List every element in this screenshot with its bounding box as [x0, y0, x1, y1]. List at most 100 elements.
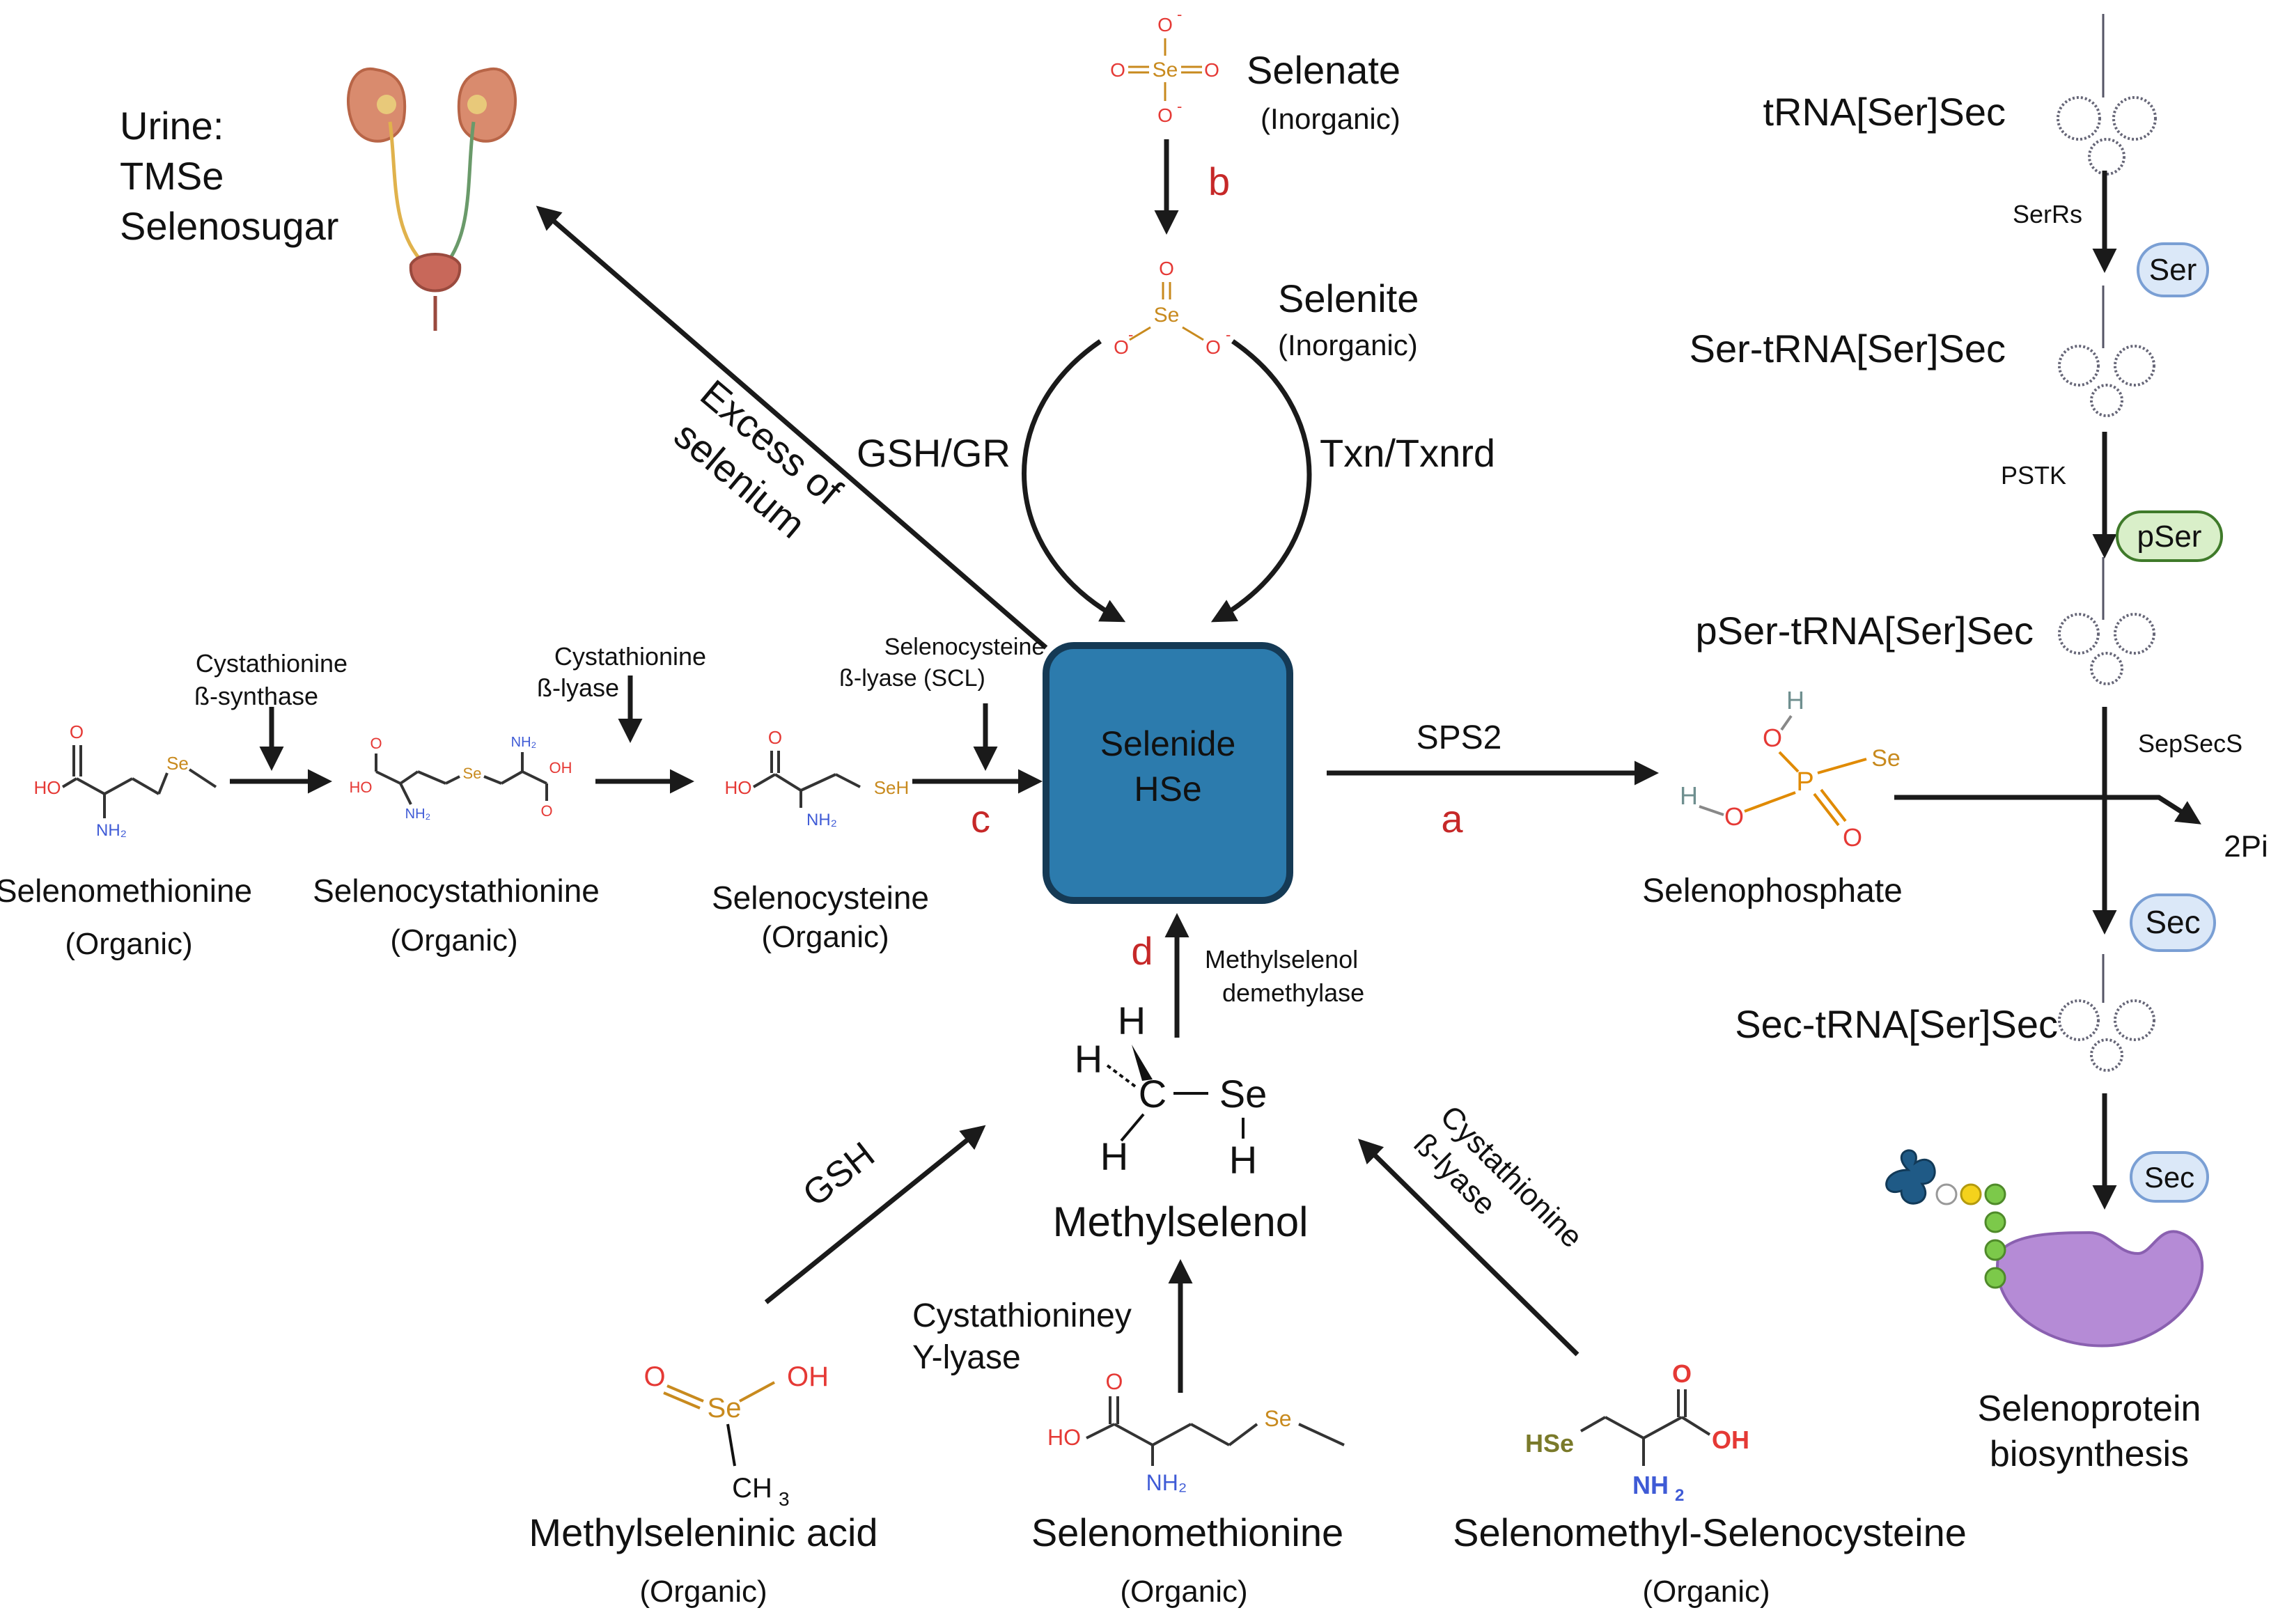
sec-nh2: NH₂ [806, 811, 837, 829]
secysta-name: Selenocystathionine [313, 873, 600, 909]
sepsecs-label: SepSecS [2138, 729, 2242, 758]
msa-ch3: CH [732, 1473, 772, 1504]
semet-l-ho: HO [34, 777, 61, 798]
step-d: d [1131, 929, 1153, 973]
selenite-minus-left: - [1128, 326, 1133, 343]
ms-h-top: H [1118, 999, 1146, 1043]
msa-to-methylselenol-arrow [764, 1125, 986, 1304]
step-c: c [971, 797, 990, 841]
msec-hse: HSe [1525, 1429, 1574, 1458]
trna-icon-2 [2058, 286, 2155, 417]
sps2-label: SPS2 [1417, 719, 1502, 756]
semet-left-type: (Organic) [65, 927, 192, 961]
selenate-o-top: O [1157, 14, 1173, 36]
txn-arrow [1210, 339, 1312, 623]
semet-b-o: O [1106, 1369, 1123, 1394]
msa-ch3-sub: 3 [779, 1488, 790, 1510]
sp-o-top: O [1763, 724, 1782, 752]
secysta-o2: O [540, 802, 552, 820]
selenate-o-right: O [1204, 59, 1219, 81]
ribosome-icon [1885, 1149, 2204, 1348]
demeth-label-1: Methylselenol [1205, 945, 1358, 974]
semet-b-se: Se [1264, 1406, 1291, 1431]
selenide-box: Selenide HSe [1043, 642, 1293, 904]
urine-label: Urine: [120, 104, 224, 148]
msec-o: O [1672, 1359, 1692, 1388]
sp-se: Se [1871, 745, 1901, 772]
excess-selenium-arrow [536, 205, 1048, 650]
selenite-o-top: O [1159, 258, 1174, 279]
secysta-nh2-2: NH₂ [511, 735, 537, 750]
methylselenol-name: Methylselenol [1053, 1199, 1309, 1245]
gsh-label: GSH [795, 1134, 882, 1215]
semet-l-se: Se [166, 753, 189, 774]
ms-h-left: H [1075, 1037, 1102, 1081]
trna-icon-1 [2057, 14, 2157, 175]
selenate-type: (Inorganic) [1261, 102, 1401, 135]
msec-structure: O OH NH 2 HSe [1525, 1359, 1749, 1505]
selenite-minus-right: - [1226, 326, 1231, 343]
msec-oh: OH [1712, 1426, 1749, 1454]
selenate-structure: Se O - O - O O [1110, 6, 1219, 126]
ser-label: Ser [2149, 253, 2197, 287]
selenite-o-right: O [1206, 336, 1221, 358]
gsh-gr-arrow [1022, 339, 1126, 623]
ms-h-right: H [1229, 1138, 1257, 1182]
cbl-label-1: Cystathionine [554, 642, 706, 671]
selenite-structure: O Se O - O - [1114, 258, 1231, 358]
tmse-label: TMSe [120, 154, 224, 198]
msec-type: (Organic) [1642, 1575, 1770, 1609]
ms-h-bottom: H [1100, 1134, 1128, 1178]
methylselenol-structure: H H C H Se H [1075, 999, 1267, 1182]
selenomethionine-left-structure: O HO NH₂ Se [34, 721, 217, 840]
trna-2-label: Ser-tRNA[Ser]Sec [1690, 327, 2006, 370]
product-2pi: 2Pi [2224, 829, 2268, 864]
semet-bottom-name: Selenomethionine [1031, 1510, 1343, 1554]
selenoprotein-line1: Selenoprotein [1978, 1389, 2201, 1429]
selenide-label: Selenide [1100, 724, 1236, 763]
scl-label-2: ß-lyase (SCL) [839, 665, 985, 692]
msa-structure: O Se OH CH 3 [643, 1361, 829, 1510]
cbs-label-2: ß-synthase [194, 682, 318, 710]
selenophosphate-name: Selenophosphate [1642, 873, 1903, 909]
semet-bottom-type: (Organic) [1120, 1575, 1247, 1609]
pser-pill [2116, 510, 2223, 562]
selenite-o-left: O [1114, 336, 1129, 358]
selenomethionine-bottom-structure: O HO NH₂ Se [1047, 1369, 1345, 1495]
sec2-pill [2130, 1151, 2209, 1203]
ser-pill [2137, 242, 2209, 297]
trna-column: tRNA[Ser]Sec SerRs Ser Ser-tRNA[Ser]Sec … [1690, 14, 2242, 1474]
trna-4-label: Sec-tRNA[Ser]Sec [1735, 1002, 2058, 1046]
pstk-label: PSTK [2001, 461, 2066, 490]
sec2-label: Sec [2144, 1161, 2194, 1194]
selenoprotein-line2: biosynthesis [1990, 1434, 2189, 1474]
msa-o: O [643, 1361, 665, 1392]
sp-h-top: H [1786, 686, 1804, 715]
selenate-name: Selenate [1247, 48, 1401, 92]
msa-oh: OH [787, 1361, 829, 1392]
scl-label-1: Selenocysteine [884, 634, 1045, 660]
demeth-label-2: demethylase [1222, 978, 1364, 1007]
msec-nh2: NH [1632, 1471, 1669, 1499]
pser-label: pSer [2137, 520, 2202, 554]
secysta-se: Se [463, 765, 482, 782]
sec-seh: SeH [874, 777, 910, 798]
selenosugar-label: Selenosugar [120, 204, 338, 248]
step-b: b [1208, 159, 1230, 203]
kidney-bladder-icon [347, 67, 517, 331]
selenite-type: (Inorganic) [1278, 329, 1418, 361]
sec-ho: HO [725, 777, 752, 798]
sec-pill [2130, 893, 2216, 952]
trna-icon-4 [2058, 954, 2155, 1072]
serrs-label: SerRs [2013, 200, 2082, 228]
selenocystathionine-structure: O HO NH₂ Se NH₂ OH O [350, 735, 572, 822]
semet-l-nh2: NH₂ [96, 821, 127, 840]
secysta-nh2-1: NH₂ [405, 806, 431, 822]
selenite-se: Se [1154, 304, 1180, 327]
trna-3-label: pSer-tRNA[Ser]Sec [1696, 609, 2034, 653]
selenite-name: Selenite [1278, 276, 1419, 320]
semet-b-nh2: NH₂ [1146, 1470, 1187, 1495]
msec-nh2-sub: 2 [1675, 1486, 1684, 1505]
sec-name: Selenocysteine [712, 880, 929, 916]
